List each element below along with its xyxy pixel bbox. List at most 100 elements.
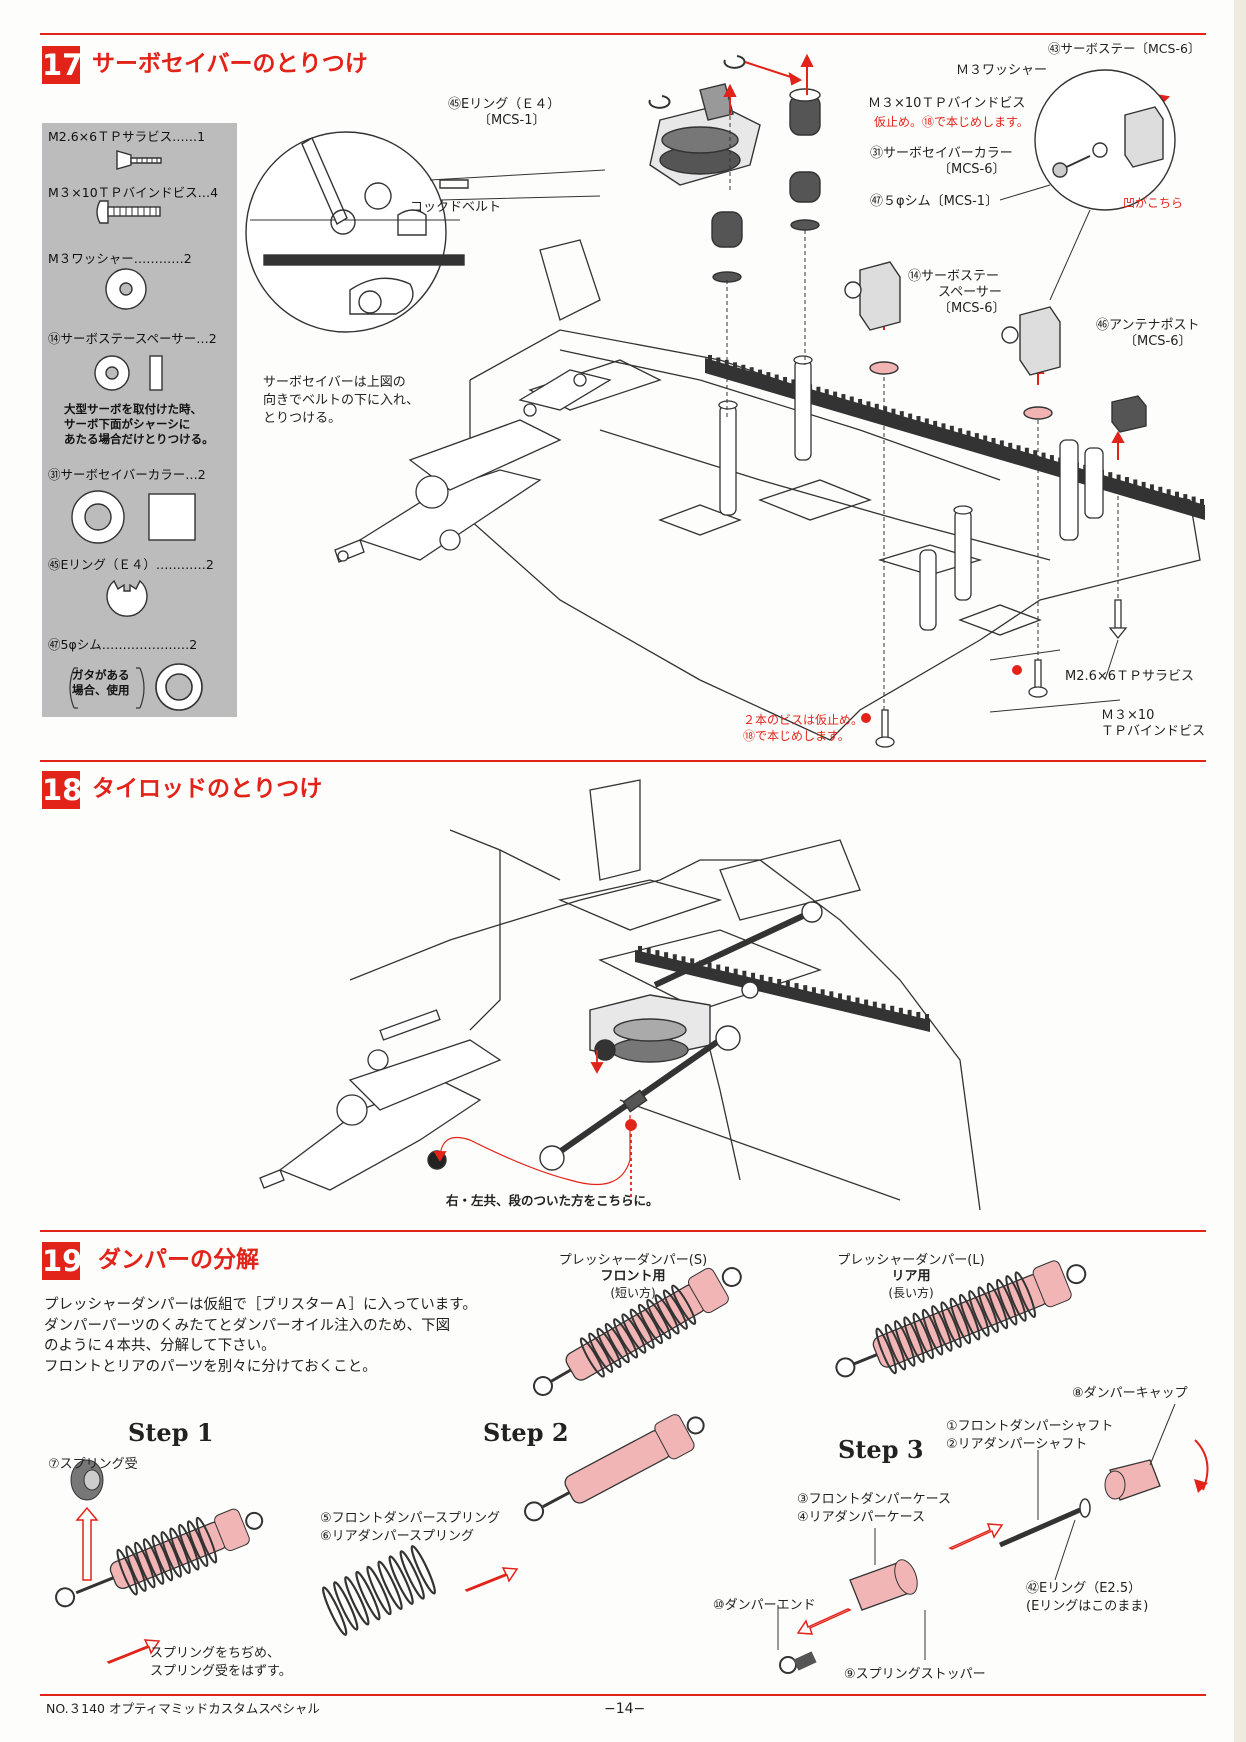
step-19-number: 19 [42, 1242, 83, 1280]
step3-shafts-label: ①フロントダンパーシャフト ②リアダンパーシャフト [946, 1419, 1114, 1452]
belt-tooth [925, 1014, 929, 1020]
spring-coil [160, 1531, 182, 1578]
spring-coil [949, 1297, 972, 1345]
washer-icon [105, 268, 147, 310]
part-label-m3-washer: M３ワッシャー…………2 [48, 251, 192, 266]
damper-intro-text: プレッシャーダンパーは仮組で［ブリスターＡ］に入っています。 ダンパーパーツのく… [44, 1297, 477, 1375]
belt-tooth [858, 398, 863, 405]
belt-tooth [816, 386, 821, 393]
spring-coil [671, 1284, 697, 1325]
belt-tooth [1016, 445, 1021, 452]
belt-tooth [1158, 486, 1163, 493]
belt-tooth [974, 433, 979, 440]
belt-tooth [708, 355, 712, 361]
callout-m3-binding: Ｍ３×10ＴＰバインドビス [868, 96, 1026, 111]
belt-tooth [742, 970, 747, 977]
belt-tooth [655, 950, 660, 957]
belt-tooth [881, 1003, 886, 1010]
damper-s-label: プレッシャーダンパー(S) フロント用 (短い方) [558, 1253, 708, 1300]
callout-servo-stay: ㊸サーボステー〔MCS-6〕 [1048, 41, 1201, 56]
belt-tooth [999, 440, 1004, 447]
belt-tooth [733, 968, 738, 975]
belt-tooth [841, 394, 846, 401]
shim-note: ガタがある 場合、使用 [72, 668, 130, 697]
spring-coil [344, 1576, 370, 1626]
spring-coil [388, 1555, 414, 1605]
spring-coil [621, 1313, 647, 1354]
belt-tooth [716, 357, 721, 364]
servo-stay-spacers [844, 261, 1147, 433]
detail-circle-saver [245, 131, 469, 333]
belt-tooth [749, 367, 754, 374]
e-ring-icon [106, 579, 148, 617]
damper-long [835, 1260, 1087, 1378]
spring-coil [186, 1520, 209, 1568]
spring-coil [195, 1516, 218, 1564]
belt-tooth [707, 962, 712, 969]
spring-coil [125, 1545, 147, 1592]
callout-two-screws: ２本のビスは仮止め。 ⑱で本じめします。 [743, 713, 864, 743]
spacer-icon [94, 355, 163, 391]
belt-tooth [791, 379, 796, 386]
belt-tooth [783, 376, 788, 383]
step-1-label: Step 1 [128, 1418, 214, 1447]
belt-tooth [1141, 481, 1146, 488]
belt-tooth [866, 401, 871, 408]
belt-tooth [933, 420, 938, 427]
spring-coil [931, 1305, 953, 1352]
belt-tooth [1049, 455, 1054, 462]
spring-coil [1005, 1275, 1027, 1322]
callout-e-ring: ㊺Eリング（Ｅ４） 〔MCS-1〕 [448, 97, 561, 128]
binding-screw-icon [96, 200, 161, 224]
belt-tooth [1024, 447, 1029, 454]
step2-damper [524, 1414, 705, 1522]
callout-saver-note: サーボセイバーは上図の 向きでベルトの下に入れ、 とりつける。 [263, 375, 420, 426]
spring-coil [977, 1286, 999, 1333]
spring-coil [884, 1323, 907, 1371]
chassis-posts [718, 355, 1104, 631]
belt-tooth [759, 974, 764, 981]
belt-tooth [766, 372, 771, 379]
belt-tooth [824, 389, 829, 396]
step3-end-label: ⑩ダンパーエンド [713, 1598, 816, 1613]
callout-stay-spacer: ⑭サーボステー スペーサー 〔MCS-6〕 [908, 269, 1006, 316]
belt-tooth [898, 1007, 903, 1014]
spring-coil [968, 1290, 990, 1337]
part-label-e-ring: ㊺Eリング（Ｅ４）…………2 [48, 557, 214, 572]
spring-coil [996, 1278, 1018, 1326]
spring-coil [903, 1316, 925, 1363]
step-17-number: 17 [42, 46, 83, 84]
part-label-spacer: ⑭サーボステースペーサー…2 [48, 331, 217, 346]
spring-coil [169, 1527, 191, 1575]
belt-tooth [855, 997, 860, 1004]
belt-tooth [724, 966, 729, 973]
belt-tooth [849, 396, 854, 403]
belt-tooth [924, 418, 929, 425]
part-label-shim: ㊼5φシム…………………2 [48, 637, 198, 652]
belt-tooth [872, 1001, 877, 1008]
footer-page-number: −14− [604, 1701, 646, 1717]
spring-coil [116, 1548, 138, 1596]
callout-m3-washer: Ｍ３ワッシャー [956, 63, 1048, 78]
spring-coil [662, 1289, 688, 1330]
collar-icon [71, 490, 196, 544]
belt-tooth [716, 964, 721, 971]
spring-coil [921, 1308, 944, 1356]
step3-ering-label: ㊷Eリング（E2.5） (Eリングはこのまま) [1026, 1581, 1149, 1614]
step2-spring [322, 1545, 436, 1636]
step-19-title: ダンパーの分解 [98, 1247, 259, 1273]
belt-tooth [1124, 477, 1129, 484]
damper-l-label: プレッシャーダンパー(L) リア用 (長い方) [837, 1253, 985, 1300]
belt-tooth [811, 987, 816, 994]
belt-tooth [846, 995, 851, 1002]
spring-coil [579, 1337, 605, 1378]
belt-tooth [1174, 491, 1179, 498]
spring-coil [366, 1565, 392, 1616]
spring-coil [629, 1308, 655, 1349]
belt-tooth [1008, 442, 1013, 449]
spring-coil [613, 1318, 639, 1359]
callout-antenna-post: ㊻アンテナポスト 〔MCS-6〕 [1096, 318, 1200, 349]
belt-tooth [907, 1009, 912, 1016]
step1-note: スプリングをちぢめ、 スプリング受をはずす。 [150, 1646, 292, 1679]
